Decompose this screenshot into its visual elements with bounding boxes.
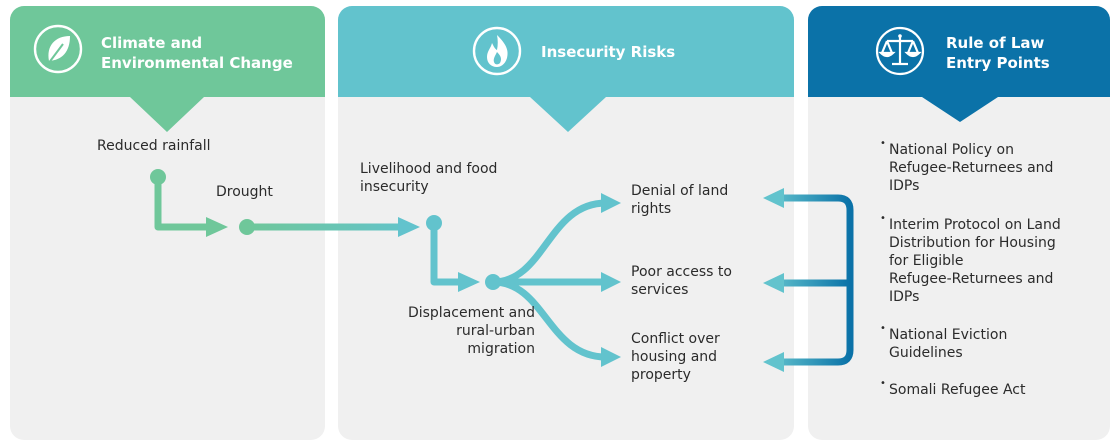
arrowhead [763, 188, 784, 208]
poor-access-label: Poor access to services [631, 264, 732, 298]
bullet-icon: • [880, 378, 886, 389]
climate-title: Climate and Environmental Change [101, 34, 293, 72]
denial-label: Denial of land rights [631, 183, 729, 217]
bullet-icon: • [880, 213, 886, 224]
livelihood-label: Livelihood and food insecurity [360, 161, 498, 195]
rule-of-law-title: Rule of Law Entry Points [946, 34, 1050, 72]
arrowhead [601, 347, 621, 367]
scales-icon [875, 26, 925, 76]
arrowhead [458, 272, 480, 292]
green-flow [150, 169, 228, 237]
entry-point-item: • Interim Protocol on Land Distribution … [880, 213, 1061, 306]
arrowhead [398, 217, 420, 237]
arrowhead [206, 217, 228, 237]
leaf-icon [33, 24, 83, 74]
arrowhead [763, 273, 784, 293]
entry-point-item: • National Policy on Refugee-Returnees a… [880, 138, 1054, 195]
arrowhead [601, 272, 621, 292]
conflict-label: Conflict over housing and property [631, 331, 720, 383]
entry-point-item: • Somali Refugee Act [880, 378, 1026, 399]
bullet-icon: • [880, 323, 886, 334]
arrowhead [601, 193, 621, 213]
reduced-rainfall-label: Reduced rainfall [97, 138, 211, 154]
bullet-icon: • [880, 138, 886, 149]
displacement-branches [485, 193, 621, 367]
climate-header [10, 6, 325, 132]
entry-point-item: • National Eviction Guidelines [880, 323, 1008, 362]
insecurity-title: Insecurity Risks [541, 43, 676, 61]
arrowhead [763, 352, 784, 372]
displacement-label: Displacement and rural-urban migration [407, 305, 535, 357]
drought-label: Drought [216, 184, 273, 200]
drought-to-livelihood-flow [239, 217, 420, 237]
insecurity-header [338, 6, 794, 132]
flame-icon [472, 26, 522, 76]
entry-points-bracket [763, 188, 854, 372]
livelihood-to-displacement-flow [426, 215, 480, 292]
